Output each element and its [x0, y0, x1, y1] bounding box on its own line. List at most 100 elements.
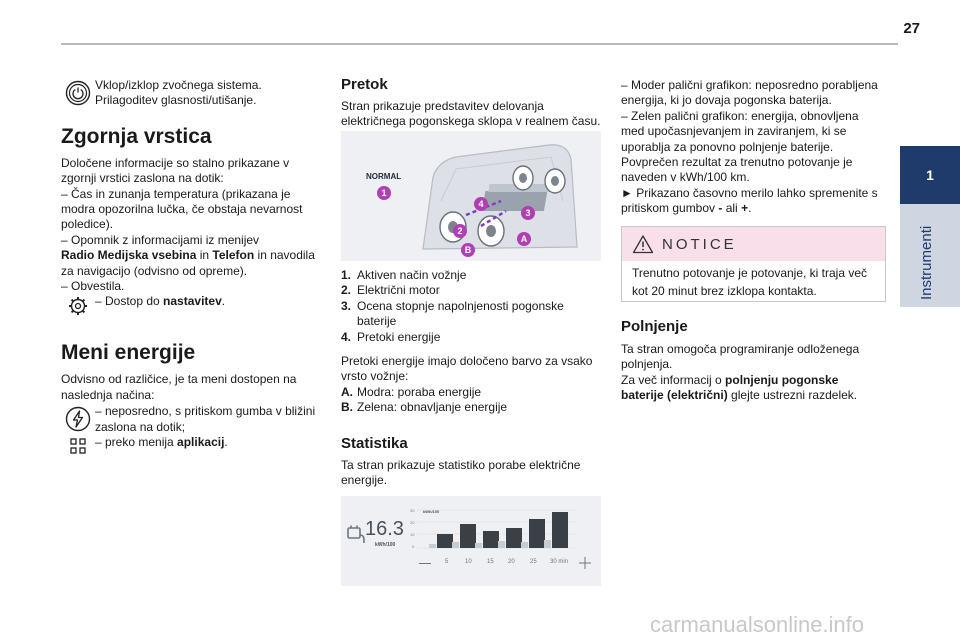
text-line: – Opomnik z informacijami iz menijev [61, 232, 260, 247]
color-text: Modra: poraba energije [357, 384, 482, 399]
text-line: – Obvestila. [61, 279, 125, 294]
text-fragment: in [196, 248, 213, 263]
text-line: pritiskom gumbov - ali +. [621, 201, 889, 216]
column-right-lower: Polnjenje Ta stran omogoča programiranje… [621, 318, 889, 404]
text-line: naslednja načina: [61, 387, 155, 402]
y-tick: 0 [412, 544, 415, 549]
header-rule [61, 43, 898, 45]
column-left: Vklop/izklop zvočnega sistema. Prilagodi… [61, 78, 321, 455]
text-fragment: . [748, 201, 752, 216]
intro-line: Vklop/izklop zvočnega sistema. [95, 78, 262, 92]
legend-item: 2. Električni motor [341, 283, 603, 298]
text-line: Stran prikazuje predstavitev delovanja [341, 99, 544, 113]
x-tick: 5 [445, 559, 449, 565]
text-line: modra opozorilna lučka, če obstaja nevar… [61, 202, 303, 217]
text-line: električnega pogonskega sklopa v realnem… [341, 114, 601, 129]
notice-title: NOTICE [662, 235, 737, 253]
average-value: 16.3 [365, 518, 404, 540]
bar-chart [417, 509, 577, 549]
legend-text: Aktiven način vožnje [357, 268, 467, 282]
text-line: Določene informacije so stalno prikazane… [61, 155, 290, 170]
callout-4: 4 [474, 197, 488, 211]
notice-box: NOTICE Trenutno potovanje je potovanje, … [621, 226, 886, 302]
settings-row: – Dostop do nastavitev. [61, 294, 321, 316]
plus-icon[interactable] [578, 556, 592, 570]
statistics-figure: 16.3 kWh/100 kWh/100 30 20 10 0 5 10 15 … [341, 496, 601, 586]
statistika-body: Ta stran prikazuje statistiko porabe ele… [341, 458, 603, 489]
color-text: Zelena: obnavljanje energije [357, 400, 508, 415]
apps-menu-name: aplikacij [177, 435, 225, 450]
battery-plug-icon [347, 525, 365, 543]
section-title-polnjenje: Polnjenje [621, 318, 688, 335]
text-line: – preko menija aplikacij. [95, 435, 228, 455]
x-tick: 30 min [550, 559, 569, 565]
text-line: – Moder palični grafikon: neposredno por… [621, 78, 878, 92]
plus-key: + [741, 201, 749, 216]
text-line: Ta stran prikazuje statistiko porabe ele… [341, 457, 581, 472]
text-line: poledice). [61, 217, 114, 232]
side-tab-number-text: 1 [926, 167, 934, 183]
text-line: baterije (električni) glejte ustrezni ra… [621, 388, 889, 403]
text-line: polnjenja. [621, 357, 673, 372]
x-tick: 20 [508, 559, 515, 565]
text-line: – Dostop do nastavitev. [95, 294, 225, 316]
callout-b: B [461, 243, 475, 257]
section-title-meni: Meni energije [61, 341, 196, 365]
energy-flow-figure: NORMAL 1 2 3 4 A B [341, 131, 601, 261]
x-tick: 15 [487, 559, 494, 565]
minus-key: - [718, 201, 723, 216]
callout-3: 3 [521, 206, 535, 220]
watermark: carmanualsonline.info [650, 612, 865, 637]
notice-header: NOTICE [622, 227, 885, 261]
pretoki-body: Pretoki energije imajo določeno barvo za… [341, 354, 603, 416]
gear-icon [61, 294, 95, 316]
section-title-zgornja: Zgornja vrstica [61, 124, 212, 148]
callout-1: 1 [377, 186, 391, 200]
text-fragment: . [221, 294, 226, 309]
x-tick: 10 [465, 559, 472, 565]
column-right: – Moder palični grafikon: neposredno por… [621, 78, 889, 217]
callout-a: A [517, 232, 531, 246]
text-line: Za več informacij o polnjenju pogonske [621, 373, 889, 388]
touch-row: – neposredno, s pritiskom gumba v bližin… [61, 404, 321, 435]
y-tick: 30 [410, 508, 415, 513]
legend-item: 4.Pretoki energije [341, 330, 603, 345]
text-line: med upočasnjevanjem in zaviranjem, ki se [621, 124, 847, 139]
x-tick: 25 [530, 559, 537, 565]
zgornja-body: Določene informacije so stalno prikazane… [61, 156, 321, 295]
y-tick: 20 [410, 520, 415, 525]
legend-text: Električni motor [357, 283, 440, 298]
text-line: naveden v kWh/100 km. [621, 170, 750, 185]
text-fragment: – preko menija [95, 435, 178, 450]
text-line: uporablja za ponovno polnjenje baterije. [621, 139, 834, 154]
y-tick: 10 [410, 532, 415, 537]
minus-button[interactable] [419, 563, 431, 564]
apps-row: – preko menija aplikacij. [61, 435, 321, 455]
figure-legend: 1.Aktiven način vožnje 2. Električni moto… [341, 268, 603, 345]
text-line: kot 20 minut brez izklopa kontakta. [632, 284, 817, 299]
legend-number: 2. [341, 283, 352, 298]
column-middle-lower: 1.Aktiven način vožnje 2. Električni moto… [341, 268, 603, 488]
chart-unit: kWh/100 [423, 509, 440, 514]
callout-2: 2 [453, 224, 467, 238]
side-tab-label[interactable]: Instrumenti [900, 204, 960, 307]
lightning-icon [61, 404, 95, 435]
side-tab-label-text: Instrumenti [918, 225, 935, 300]
text-line: energija, ki jo dovaja pogonska baterija… [621, 93, 832, 108]
legend-item: baterije [341, 314, 603, 329]
text-line: – neposredno, s pritiskom gumba v bližin… [95, 404, 316, 419]
polnjenje-body: Ta stran omogoča programiranje odloženeg… [621, 342, 889, 404]
legend-text: Ocena stopnje napolnjenosti pogonske [357, 298, 564, 313]
intro-row: Vklop/izklop zvočnega sistema. Prilagodi… [61, 78, 321, 109]
reference-title: baterije (električni) [621, 388, 728, 403]
text-fragment: ali [722, 201, 742, 216]
text-line: za navigacijo (odvisno od opreme). [61, 263, 248, 278]
text-line: ► Prikazano časovno merilo lahko spremen… [621, 185, 878, 200]
apps-grid-icon [61, 435, 95, 455]
side-tab-number[interactable]: 1 [900, 146, 960, 204]
legend-item: 1.Aktiven način vožnje [341, 268, 603, 283]
text-fragment: Za več informacij o [621, 372, 726, 387]
reference-title: polnjenju pogonske [725, 372, 839, 387]
text-fragment: pritiskom gumbov [621, 201, 719, 216]
mode-label: NORMAL [366, 172, 402, 181]
